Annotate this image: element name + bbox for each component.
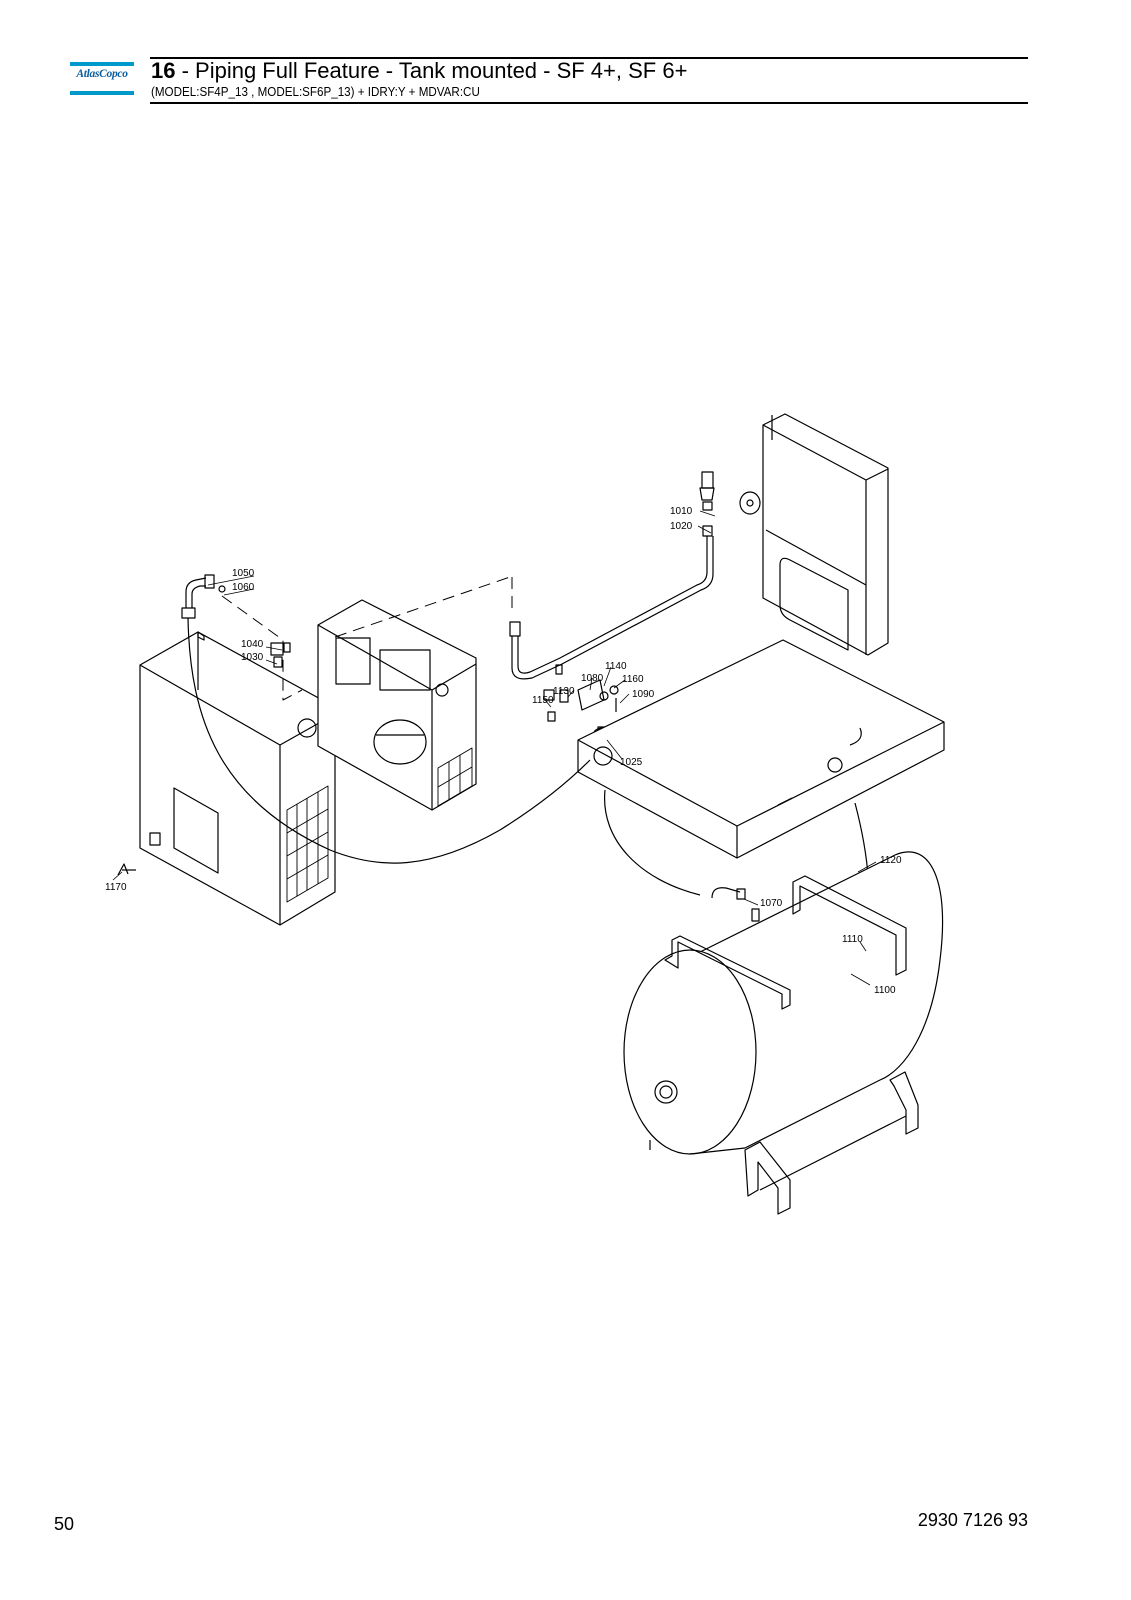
callout-1040: 1040 <box>241 639 264 650</box>
leader-lines <box>112 510 877 986</box>
callout-labels: 1010 1020 1050 1060 1040 1030 1140 1080 … <box>105 506 902 996</box>
callout-1150: 1150 <box>532 695 554 706</box>
callout-1070: 1070 <box>760 898 783 909</box>
callout-1090: 1090 <box>632 689 655 700</box>
section-number: 16 <box>151 58 176 83</box>
rear-panel <box>739 413 889 656</box>
logo-text: AtlasCopco <box>76 68 128 80</box>
header-rule-top <box>150 57 1028 59</box>
base-plate <box>577 639 945 859</box>
logo-bar-bottom <box>70 91 134 95</box>
dryer-grille <box>286 785 329 903</box>
manifold-block <box>543 679 619 722</box>
document-number: 2930 7126 93 <box>917 1510 1028 1530</box>
air-receiver-tank <box>623 851 944 1215</box>
dryer-cover-panel <box>139 631 336 926</box>
callout-1170: 1170 <box>105 882 127 893</box>
elbow-fitting <box>181 574 226 619</box>
dryer-mounting-guide <box>221 576 513 701</box>
callout-1025: 1025 <box>620 757 643 768</box>
page-subtitle: (MODEL:SF4P_13 , MODEL:SF6P_13) + IDRY:Y… <box>151 85 480 99</box>
callout-1160: 1160 <box>622 674 644 685</box>
callout-1060: 1060 <box>232 582 255 593</box>
title-text: - Piping Full Feature - Tank mounted - S… <box>175 58 688 83</box>
callout-1080: 1080 <box>581 673 604 684</box>
atlas-copco-logo: AtlasCopco <box>70 62 134 96</box>
callout-1110: 1110 <box>842 934 863 945</box>
fitting-1030-1040 <box>270 642 291 668</box>
part-1170 <box>117 863 136 876</box>
callout-1020: 1020 <box>670 521 693 532</box>
pipe-1010-1020 <box>509 471 715 680</box>
callout-1130: 1130 <box>553 686 575 697</box>
callout-1030: 1030 <box>241 652 264 663</box>
logo-bar-top <box>70 62 134 66</box>
callout-1050: 1050 <box>232 568 255 579</box>
callout-1140: 1140 <box>605 661 627 672</box>
header-rule-bottom <box>150 102 1028 104</box>
callout-1120: 1120 <box>880 855 902 866</box>
callout-1010: 1010 <box>670 506 693 517</box>
callout-1100: 1100 <box>874 985 896 996</box>
page-title: 16 - Piping Full Feature - Tank mounted … <box>151 58 687 84</box>
dryer-unit <box>317 599 477 811</box>
page-number: 50 <box>54 1514 75 1534</box>
